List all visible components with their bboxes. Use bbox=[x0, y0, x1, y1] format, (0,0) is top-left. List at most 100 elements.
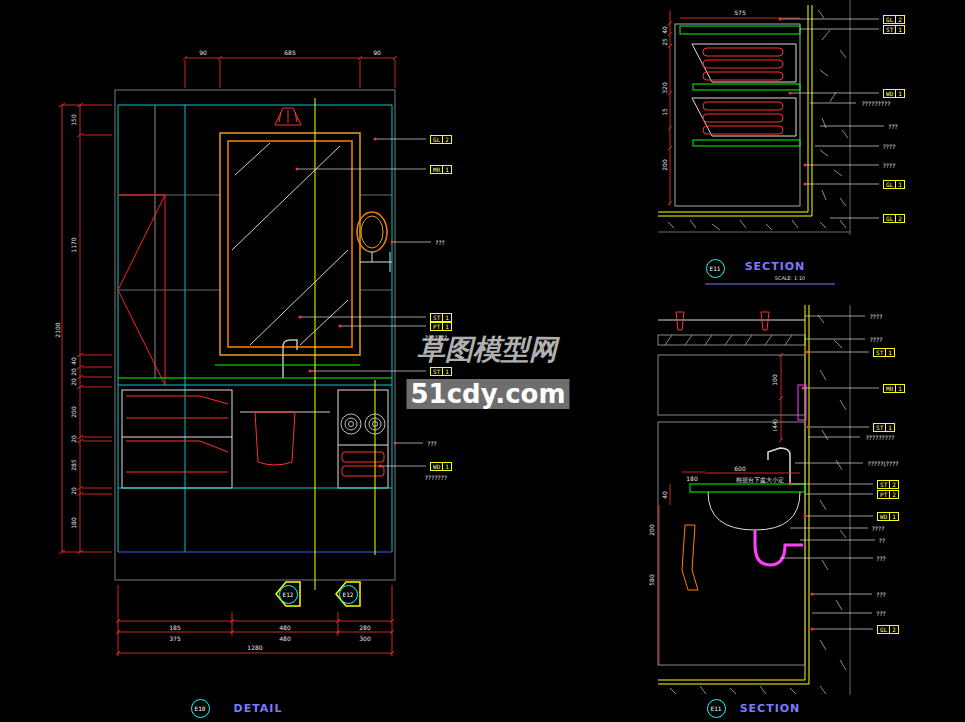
tag-text: 1 bbox=[442, 314, 451, 321]
elevation-dimensions bbox=[118, 621, 392, 622]
section-upper bbox=[693, 84, 800, 90]
leader-dots bbox=[804, 164, 807, 167]
tag-text: 2 bbox=[895, 16, 904, 23]
material-tag: MR1 bbox=[430, 165, 452, 174]
tag-text: 2 bbox=[889, 481, 898, 488]
elevation bbox=[118, 552, 392, 553]
leader-lines bbox=[297, 139, 431, 466]
watermark: 草图模型网 bbox=[417, 334, 557, 366]
tag-text: E12 bbox=[281, 591, 296, 598]
elevation bbox=[118, 290, 220, 291]
elevation bbox=[283, 340, 297, 378]
section-lower bbox=[658, 684, 809, 685]
section-upper bbox=[703, 72, 783, 80]
tag-text: 1 bbox=[885, 349, 894, 356]
tag-text: 2 bbox=[889, 491, 898, 498]
elevation bbox=[255, 412, 295, 465]
note-text: ?? bbox=[879, 537, 885, 544]
elevation bbox=[360, 252, 392, 272]
section-lower bbox=[850, 305, 851, 695]
tag-text: WD bbox=[878, 513, 889, 520]
dimension: 480 bbox=[279, 635, 290, 642]
material-tag: GL2 bbox=[883, 214, 905, 223]
elevation-dimensions bbox=[80, 105, 81, 552]
section-upper bbox=[693, 140, 800, 146]
elevation bbox=[118, 105, 119, 552]
dimension: 2100 bbox=[54, 322, 61, 337]
elevation-dimensions bbox=[183, 56, 397, 60]
leader-dots bbox=[789, 92, 792, 95]
section-lower bbox=[676, 312, 769, 330]
dimension: 20 bbox=[70, 368, 77, 376]
section-lower bbox=[658, 335, 805, 345]
elevation bbox=[118, 195, 220, 196]
leader-dots bbox=[299, 316, 302, 319]
elevation bbox=[342, 452, 384, 462]
elevation bbox=[345, 418, 357, 430]
material-tag: MR1 bbox=[883, 384, 905, 393]
scale-note: SCALE: 1:10 bbox=[775, 275, 806, 281]
leader-dots bbox=[806, 351, 809, 354]
dimension: 1280 bbox=[247, 644, 262, 651]
elevation bbox=[338, 445, 388, 446]
tag-text: ST bbox=[874, 349, 885, 356]
material-tag: PT1 bbox=[430, 322, 452, 331]
leader-dots bbox=[379, 465, 382, 468]
material-tag: GL2 bbox=[883, 15, 905, 24]
elevation bbox=[336, 582, 360, 606]
tag-text: MR bbox=[884, 385, 895, 392]
section-upper bbox=[668, 10, 848, 230]
section-upper bbox=[703, 126, 783, 134]
elevation bbox=[118, 195, 165, 196]
elevation bbox=[185, 105, 186, 552]
note-text: ??? bbox=[876, 591, 886, 598]
drawing-title: DETAIL bbox=[234, 702, 283, 715]
material-tag: ST1 bbox=[883, 25, 905, 34]
leader-dots bbox=[296, 168, 299, 171]
elevation-dimensions bbox=[62, 105, 112, 552]
tag-text: E11 bbox=[708, 265, 723, 272]
tag-text: GL bbox=[431, 136, 442, 143]
watermark: 51cdy.com bbox=[406, 379, 569, 409]
tag-text: 1 bbox=[442, 166, 451, 173]
section-upper bbox=[658, 216, 812, 217]
note-text: ??????? bbox=[425, 474, 447, 481]
tag-text: GL bbox=[884, 16, 895, 23]
tag-text: ST bbox=[431, 368, 442, 375]
elevation bbox=[341, 414, 361, 434]
elevation bbox=[118, 195, 165, 385]
leader-dots bbox=[296, 18, 814, 631]
elevation bbox=[279, 110, 297, 123]
material-tag: GL1 bbox=[883, 180, 905, 189]
material-tag: WD1 bbox=[883, 89, 905, 98]
material-tag: ST2 bbox=[877, 480, 899, 489]
section-upper bbox=[703, 114, 783, 122]
section-upper bbox=[705, 284, 835, 285]
elevation bbox=[338, 390, 388, 488]
elevation bbox=[361, 216, 383, 248]
note-text: ??? bbox=[876, 555, 886, 562]
section-upper bbox=[850, 0, 851, 235]
tag-text: E11 bbox=[709, 705, 724, 712]
note-text: ??? bbox=[888, 123, 898, 130]
drawing-title: SECTION bbox=[740, 702, 801, 715]
elevation bbox=[122, 390, 232, 488]
leader-dots bbox=[309, 370, 312, 373]
section-lower bbox=[670, 315, 846, 694]
section-marker: E10 bbox=[191, 699, 210, 718]
section-lower bbox=[682, 472, 705, 473]
section-lower bbox=[659, 505, 660, 665]
section-upper bbox=[680, 18, 800, 19]
tag-text: WD bbox=[431, 463, 442, 470]
elevation-dimensions bbox=[59, 56, 397, 656]
elevation bbox=[115, 90, 395, 580]
section-lower bbox=[708, 492, 800, 530]
tag-text: WD bbox=[884, 90, 895, 97]
elevation-dimensions bbox=[118, 653, 392, 654]
tag-text: 1 bbox=[442, 323, 451, 330]
tag-text: 1 bbox=[895, 90, 904, 97]
elevation bbox=[357, 212, 387, 252]
tag-text: 2 bbox=[889, 626, 898, 633]
elevation-dimensions bbox=[82, 135, 112, 494]
